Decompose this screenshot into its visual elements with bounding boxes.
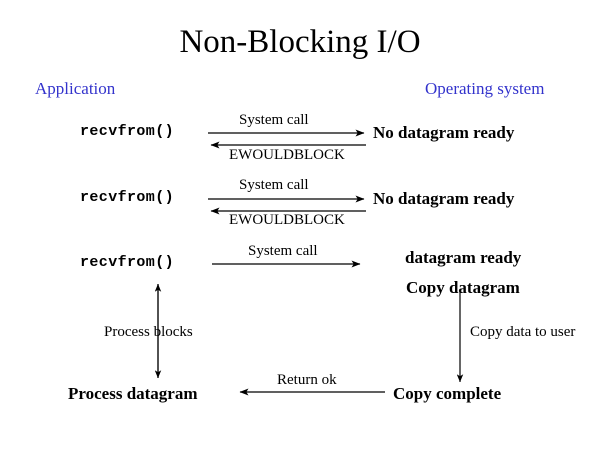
call-label-recvfrom-1: recvfrom(): [80, 123, 175, 140]
arrow-label-return-ok: Return ok: [277, 372, 337, 388]
arrow-label-system-call-3: System call: [248, 243, 318, 259]
arrow-label-copy-data-to-user: Copy data to user: [470, 324, 576, 340]
column-heading-application: Application: [35, 79, 116, 98]
state-label-datagram-ready: datagram ready: [405, 248, 522, 267]
call-label-recvfrom-3: recvfrom(): [80, 254, 175, 271]
arrow-label-ewouldblock-1: EWOULDBLOCK: [229, 147, 345, 163]
state-label-copy-datagram: Copy datagram: [406, 278, 520, 297]
state-label-no-datagram-ready-2: No datagram ready: [373, 189, 515, 208]
state-label-no-datagram-ready-1: No datagram ready: [373, 123, 515, 142]
arrow-label-ewouldblock-2: EWOULDBLOCK: [229, 212, 345, 228]
column-heading-operating-system: Operating system: [425, 79, 545, 98]
call-label-recvfrom-2: recvfrom(): [80, 189, 175, 206]
arrow-label-system-call-2: System call: [239, 177, 309, 193]
state-label-copy-complete: Copy complete: [393, 384, 502, 403]
state-label-process-datagram: Process datagram: [68, 384, 198, 403]
arrow-label-process-blocks: Process blocks: [104, 324, 193, 340]
arrow-label-system-call-1: System call: [239, 112, 309, 128]
page-title: Non-Blocking I/O: [179, 24, 421, 60]
